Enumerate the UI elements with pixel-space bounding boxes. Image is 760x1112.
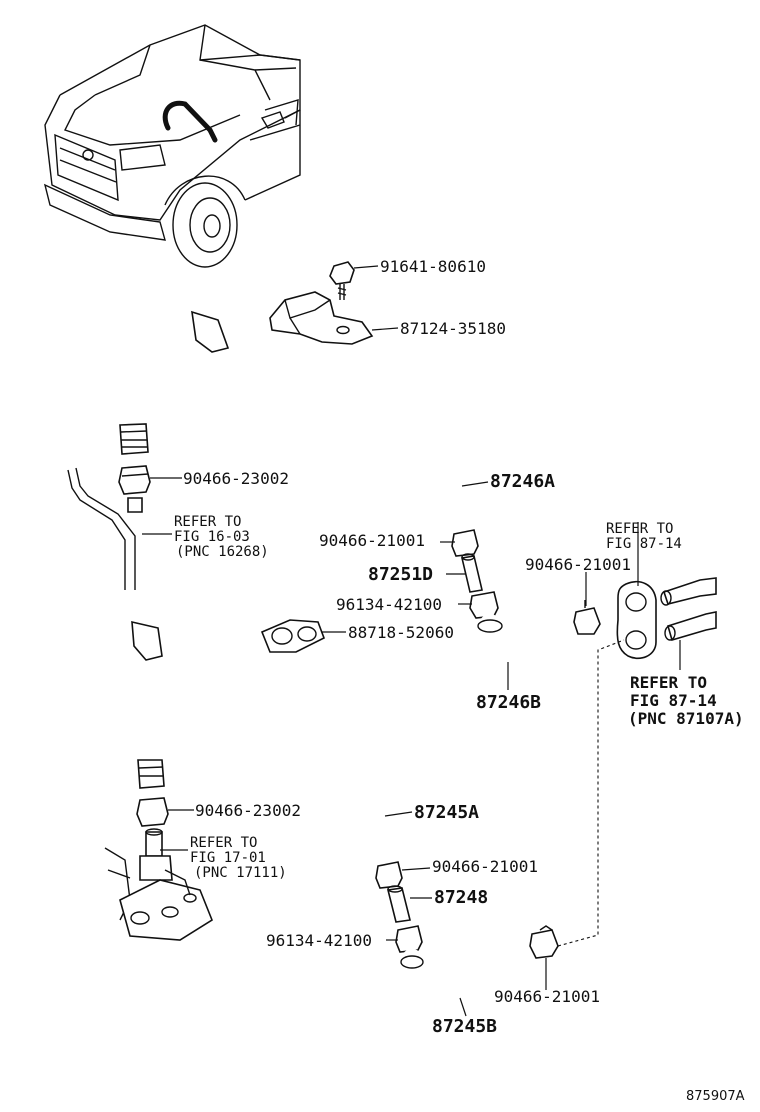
diagram-code: 875907A (686, 1089, 745, 1104)
label-pipe-87251D: 87251D (368, 564, 433, 585)
label-refer-upper-3: (PNC 16268) (176, 544, 269, 560)
vehicle-illustration (43, 24, 301, 268)
label-refer-right-top-1: REFER TO (606, 521, 673, 537)
label-refer-right-2: FIG 87-14 (630, 691, 717, 710)
clamp-90466-21001-lower-mid (375, 861, 403, 889)
label-refer-right-1: REFER TO (630, 673, 707, 692)
label-clamp-lower-mid: 90466-21001 (432, 857, 538, 876)
label-clip-holder: 88718-52060 (348, 623, 454, 642)
label-clamp-upper-left: 90466-23002 (183, 469, 289, 488)
heater-pipes (660, 577, 717, 641)
label-clamp-96134-lower: 96134-42100 (266, 931, 372, 950)
label-bolt: 91641-80610 (380, 257, 486, 276)
label-refer-right-top-2: FIG 87-14 (606, 536, 682, 552)
clamp-90466-23002-lower (136, 797, 169, 827)
leader-lines (142, 265, 681, 1017)
refer-component-lower (104, 828, 213, 941)
label-clamp-upper-mid: 90466-21001 (319, 531, 425, 550)
label-clamp-96134-upper: 96134-42100 (336, 595, 442, 614)
clamp-90466-21001-right (573, 600, 601, 635)
label-refer-lower-2: FIG 17-01 (190, 850, 266, 866)
label-refer-upper-2: FIG 16-03 (174, 529, 250, 545)
heater-grommet (616, 580, 657, 660)
label-refer-right-3: (PNC 87107A) (628, 709, 744, 728)
label-clamp-lower-left: 90466-23002 (195, 801, 301, 820)
label-refer-upper-1: REFER TO (174, 514, 241, 530)
pipe-87248 (387, 885, 411, 923)
clamp-96134-42100-upper (469, 591, 499, 619)
hose-87245A (48, 597, 395, 861)
bolt-91641-80610 (329, 261, 355, 300)
label-hose-87245A: 87245A (414, 802, 479, 823)
label-refer-lower-3: (PNC 17111) (194, 865, 287, 881)
label-hose-87245B: 87245B (432, 1016, 497, 1037)
dashed-reference-line (557, 639, 625, 947)
clamp-90466-21001-upper-mid (451, 529, 479, 557)
label-pipe-87248: 87248 (434, 887, 488, 908)
label-clamp-right-upper: 90466-21001 (525, 555, 631, 574)
label-hose-87246A: 87246A (490, 471, 555, 492)
label-clamp-lower-right: 90466-21001 (494, 987, 600, 1006)
refer-pipe-upper (67, 467, 143, 590)
label-refer-lower-1: REFER TO (190, 835, 257, 851)
clamp-90466-23002-upper (118, 465, 151, 495)
label-hose-87246B: 87246B (476, 692, 541, 713)
hose-87245B (399, 941, 541, 1011)
bracket-87124-35180 (269, 291, 374, 345)
hose-87246A (114, 291, 473, 531)
pipe-87251D (461, 553, 483, 593)
clamp-96134-42100-lower (395, 925, 423, 953)
label-bracket: 87124-35180 (400, 319, 506, 338)
clamp-90466-21001-lower-right (529, 925, 559, 959)
hose-87246B (477, 614, 581, 666)
clip-holder-88718-52060 (260, 619, 326, 653)
